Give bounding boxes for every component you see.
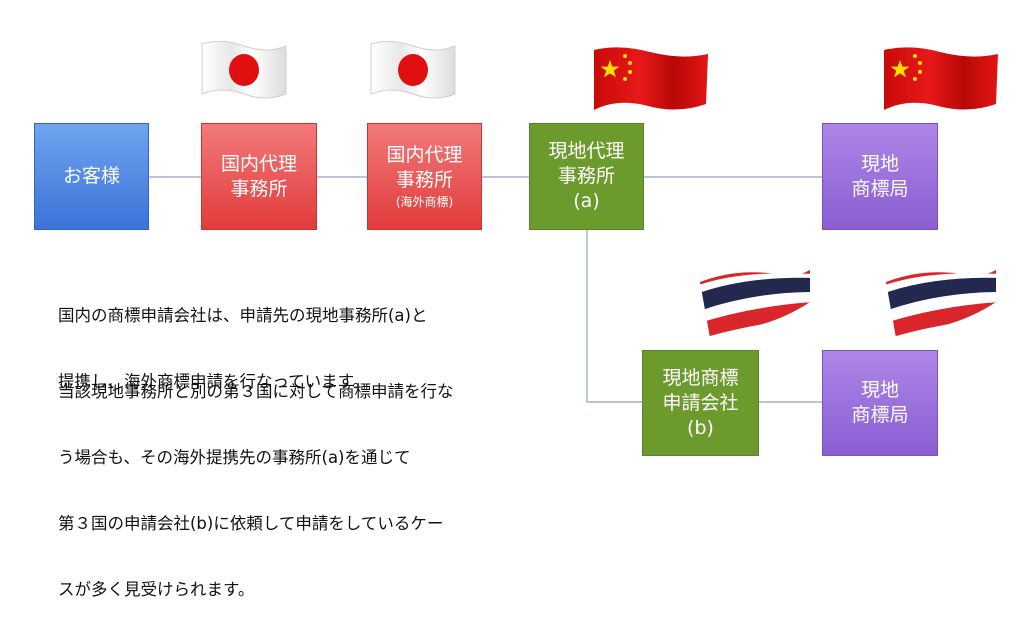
domestic-agent-1-line2: 事務所 — [230, 177, 288, 200]
customer-box: お客様 — [34, 123, 149, 230]
description-paragraph-1: 国内の商標申請会社は、申請先の現地事務所(a)と 提携し、海外商標申請を行なって… — [58, 261, 428, 415]
china-flag-icon — [884, 47, 998, 110]
paragraph-2-line1: 当該現地事務所と別の第３国に対して商標申請を行な — [58, 382, 454, 401]
domestic-agent-box-2: 国内代理 事務所 (海外商標) — [367, 123, 482, 230]
connector-local-agent-applicant — [586, 230, 642, 403]
local-agent-line2: 事務所 — [557, 165, 615, 187]
japan-flag-icon — [201, 40, 287, 99]
description-paragraph-2: 当該現地事務所と別の第３国に対して商標申請を行な う場合も、その海外提携先の事務… — [58, 337, 454, 623]
china-flag-icon — [594, 47, 708, 110]
paragraph-1-line1: 国内の商標申請会社は、申請先の現地事務所(a)と — [58, 306, 428, 325]
local-applicant-line1: 現地商標 — [662, 366, 739, 389]
local-trademark-office-box-1: 現地 商標局 — [822, 123, 938, 230]
local-agent-line1: 現地代理 — [548, 140, 625, 162]
paragraph-2-line4: スが多く見受けられます。 — [58, 580, 255, 599]
paragraph-1-line2: 提携し、海外商標申請を行なっています。 — [58, 372, 370, 391]
local-office-1-line2: 商標局 — [851, 177, 909, 200]
connector-lines — [149, 176, 822, 403]
local-office-2-line2: 商標局 — [851, 404, 909, 426]
japan-flag-icon — [370, 40, 456, 99]
local-applicant-line2: 申請会社 — [662, 391, 739, 414]
local-applicant-line3: (b) — [687, 416, 714, 439]
domestic-agent-2-note: (海外商標) — [395, 194, 454, 209]
domestic-agent-1-line1: 国内代理 — [220, 152, 297, 175]
local-agent-line3: (a) — [573, 190, 600, 212]
customer-label: お客様 — [62, 165, 120, 187]
thailand-flag-icon — [886, 270, 996, 338]
domestic-agent-2-line1: 国内代理 — [386, 143, 463, 166]
local-office-2-line1: 現地 — [860, 379, 899, 401]
paragraph-2-line2: う場合も、その海外提携先の事務所(a)を通じて — [58, 448, 411, 467]
local-trademark-office-box-2: 現地 商標局 — [822, 350, 938, 456]
domestic-agent-2-line2: 事務所 — [395, 168, 453, 191]
paragraph-2-line3: 第３国の申請会社(b)に依頼して申請をしているケー — [58, 514, 444, 533]
local-agent-box: 現地代理 事務所 (a) — [529, 123, 644, 230]
thailand-flag-icon — [700, 270, 810, 338]
domestic-agent-box-1: 国内代理 事務所 — [201, 123, 317, 230]
local-applicant-box: 現地商標 申請会社 (b) — [642, 350, 759, 456]
local-office-1-line1: 現地 — [860, 152, 899, 175]
